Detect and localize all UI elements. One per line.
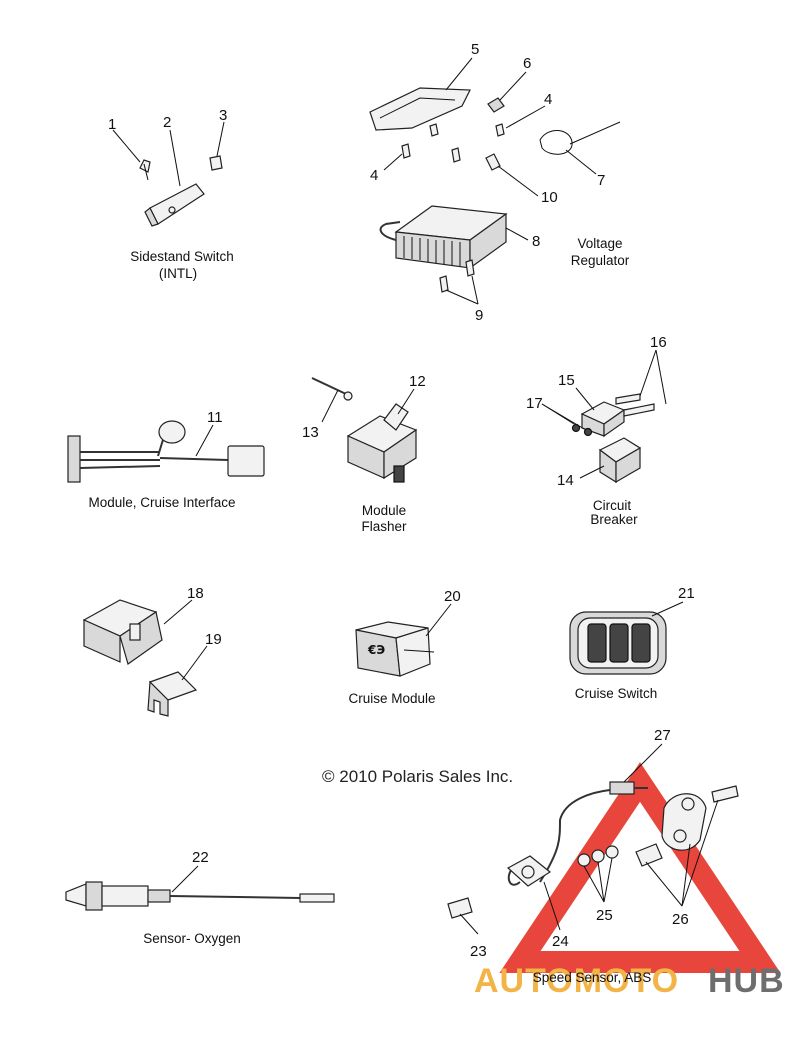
watermark-text-automoto: AUTOMOTO	[474, 962, 679, 1000]
callout-15: 15	[558, 372, 575, 389]
speed-sensor-group: 23 24 25 26 27 Speed Sensor, ABS	[447, 727, 739, 985]
callout-16: 16	[650, 334, 667, 351]
sidestand-switch-group: 1 2 3 Sidestand Switch (INTL)	[108, 107, 234, 281]
part-10-nut	[485, 153, 501, 171]
callout-19: 19	[205, 631, 222, 648]
callout-18: 18	[187, 585, 204, 602]
part-6-clip	[487, 97, 505, 113]
part-4-screw-a	[495, 123, 505, 137]
caption-sidestand-intl: (INTL)	[159, 266, 197, 281]
callout-17: 17	[526, 395, 543, 412]
caption-circuit: Circuit	[593, 498, 632, 513]
part-4-screw-b	[401, 143, 411, 159]
part-22-hex	[85, 881, 103, 911]
part-11-module	[227, 445, 265, 477]
callout-26: 26	[672, 911, 689, 928]
part-16-bolt-a	[615, 393, 641, 405]
part-25-washer-a	[577, 853, 591, 867]
part-26-bracket	[661, 793, 707, 851]
caption-flasher: Flasher	[361, 519, 407, 534]
callout-6: 6	[523, 55, 531, 72]
cruise-module-group: €Э 20 Cruise Module	[348, 588, 460, 706]
copyright-notice: © 2010 Polaris Sales Inc.	[322, 767, 513, 786]
caption-cruise-switch: Cruise Switch	[575, 686, 658, 701]
circuit-breaker-group: 15 16 17 14 Circuit Breaker	[526, 334, 667, 527]
callout-10: 10	[541, 189, 558, 206]
part-3-nut	[209, 155, 223, 171]
callout-9: 9	[475, 307, 483, 324]
part-9-bolt-a	[439, 275, 449, 293]
caption-voltage: Voltage	[577, 236, 622, 251]
part-16-bolt-b	[623, 403, 655, 417]
callout-27: 27	[654, 727, 671, 744]
cruise-interface-group: 11 Module, Cruise Interface	[67, 409, 265, 510]
callout-4-upper: 4	[544, 91, 552, 108]
part-7-tie-strap	[539, 121, 621, 155]
callout-4-lower: 4	[370, 167, 378, 184]
caption-regulator: Regulator	[571, 253, 630, 268]
watermark-logo: AUTOMOTO HUB	[474, 762, 785, 1000]
part-17-nut-b	[583, 427, 593, 437]
caption-cruise-interface: Module, Cruise Interface	[88, 495, 235, 510]
callout-11: 11	[207, 409, 223, 426]
part-11-plug	[158, 420, 186, 444]
caption-oxygen-sensor: Sensor- Oxygen	[143, 931, 241, 946]
oxygen-sensor-group: 22 Sensor- Oxygen	[65, 849, 335, 946]
part-27-connector	[609, 781, 635, 795]
part-25-nut	[635, 843, 663, 867]
callout-14: 14	[557, 472, 574, 489]
part-9-bolt-b	[465, 259, 475, 277]
part-26-bolt	[711, 785, 739, 803]
voltage-regulator-group: 5 6 4 4 7 10 8 9 Voltage Regulator	[369, 41, 630, 324]
callout-13: 13	[302, 424, 319, 441]
part-25-washer-c	[605, 845, 619, 859]
callout-20: 20	[444, 588, 461, 605]
cruise-switch-group: 21 Cruise Switch	[569, 585, 695, 701]
callout-3: 3	[219, 107, 227, 124]
callout-21: 21	[678, 585, 695, 602]
part-13-bulb	[343, 391, 353, 401]
flasher-module-group: 12 13 Module Flasher	[302, 373, 426, 534]
caption-speed-sensor: Speed Sensor, ABS	[533, 970, 652, 985]
callout-7: 7	[597, 172, 605, 189]
watermark-text-hub: HUB	[708, 962, 785, 1000]
callout-24: 24	[552, 933, 569, 950]
relay-fuse-group: 18 19	[82, 585, 222, 717]
part-22-body	[101, 885, 149, 907]
caption-module: Module	[362, 503, 406, 518]
callout-5: 5	[471, 41, 479, 58]
caption-breaker: Breaker	[590, 512, 638, 527]
part-2-switch	[149, 183, 205, 225]
part-5-bracket	[369, 87, 471, 131]
callout-23: 23	[470, 943, 487, 960]
callout-22: 22	[192, 849, 209, 866]
part-23-bolt	[447, 897, 473, 919]
callout-8: 8	[532, 233, 540, 250]
callout-25: 25	[596, 907, 613, 924]
part-20-label-glyph: €Э	[367, 643, 385, 657]
part-25-washer-b	[591, 849, 605, 863]
callout-2: 2	[163, 114, 171, 131]
caption-cruise-module: Cruise Module	[348, 691, 435, 706]
part-11-connector	[67, 435, 81, 483]
callout-1: 1	[108, 116, 116, 133]
part-12-tab	[383, 403, 409, 431]
caption-sidestand-switch: Sidestand Switch	[130, 249, 234, 264]
callout-12: 12	[409, 373, 426, 390]
part-22-tip	[65, 883, 87, 907]
